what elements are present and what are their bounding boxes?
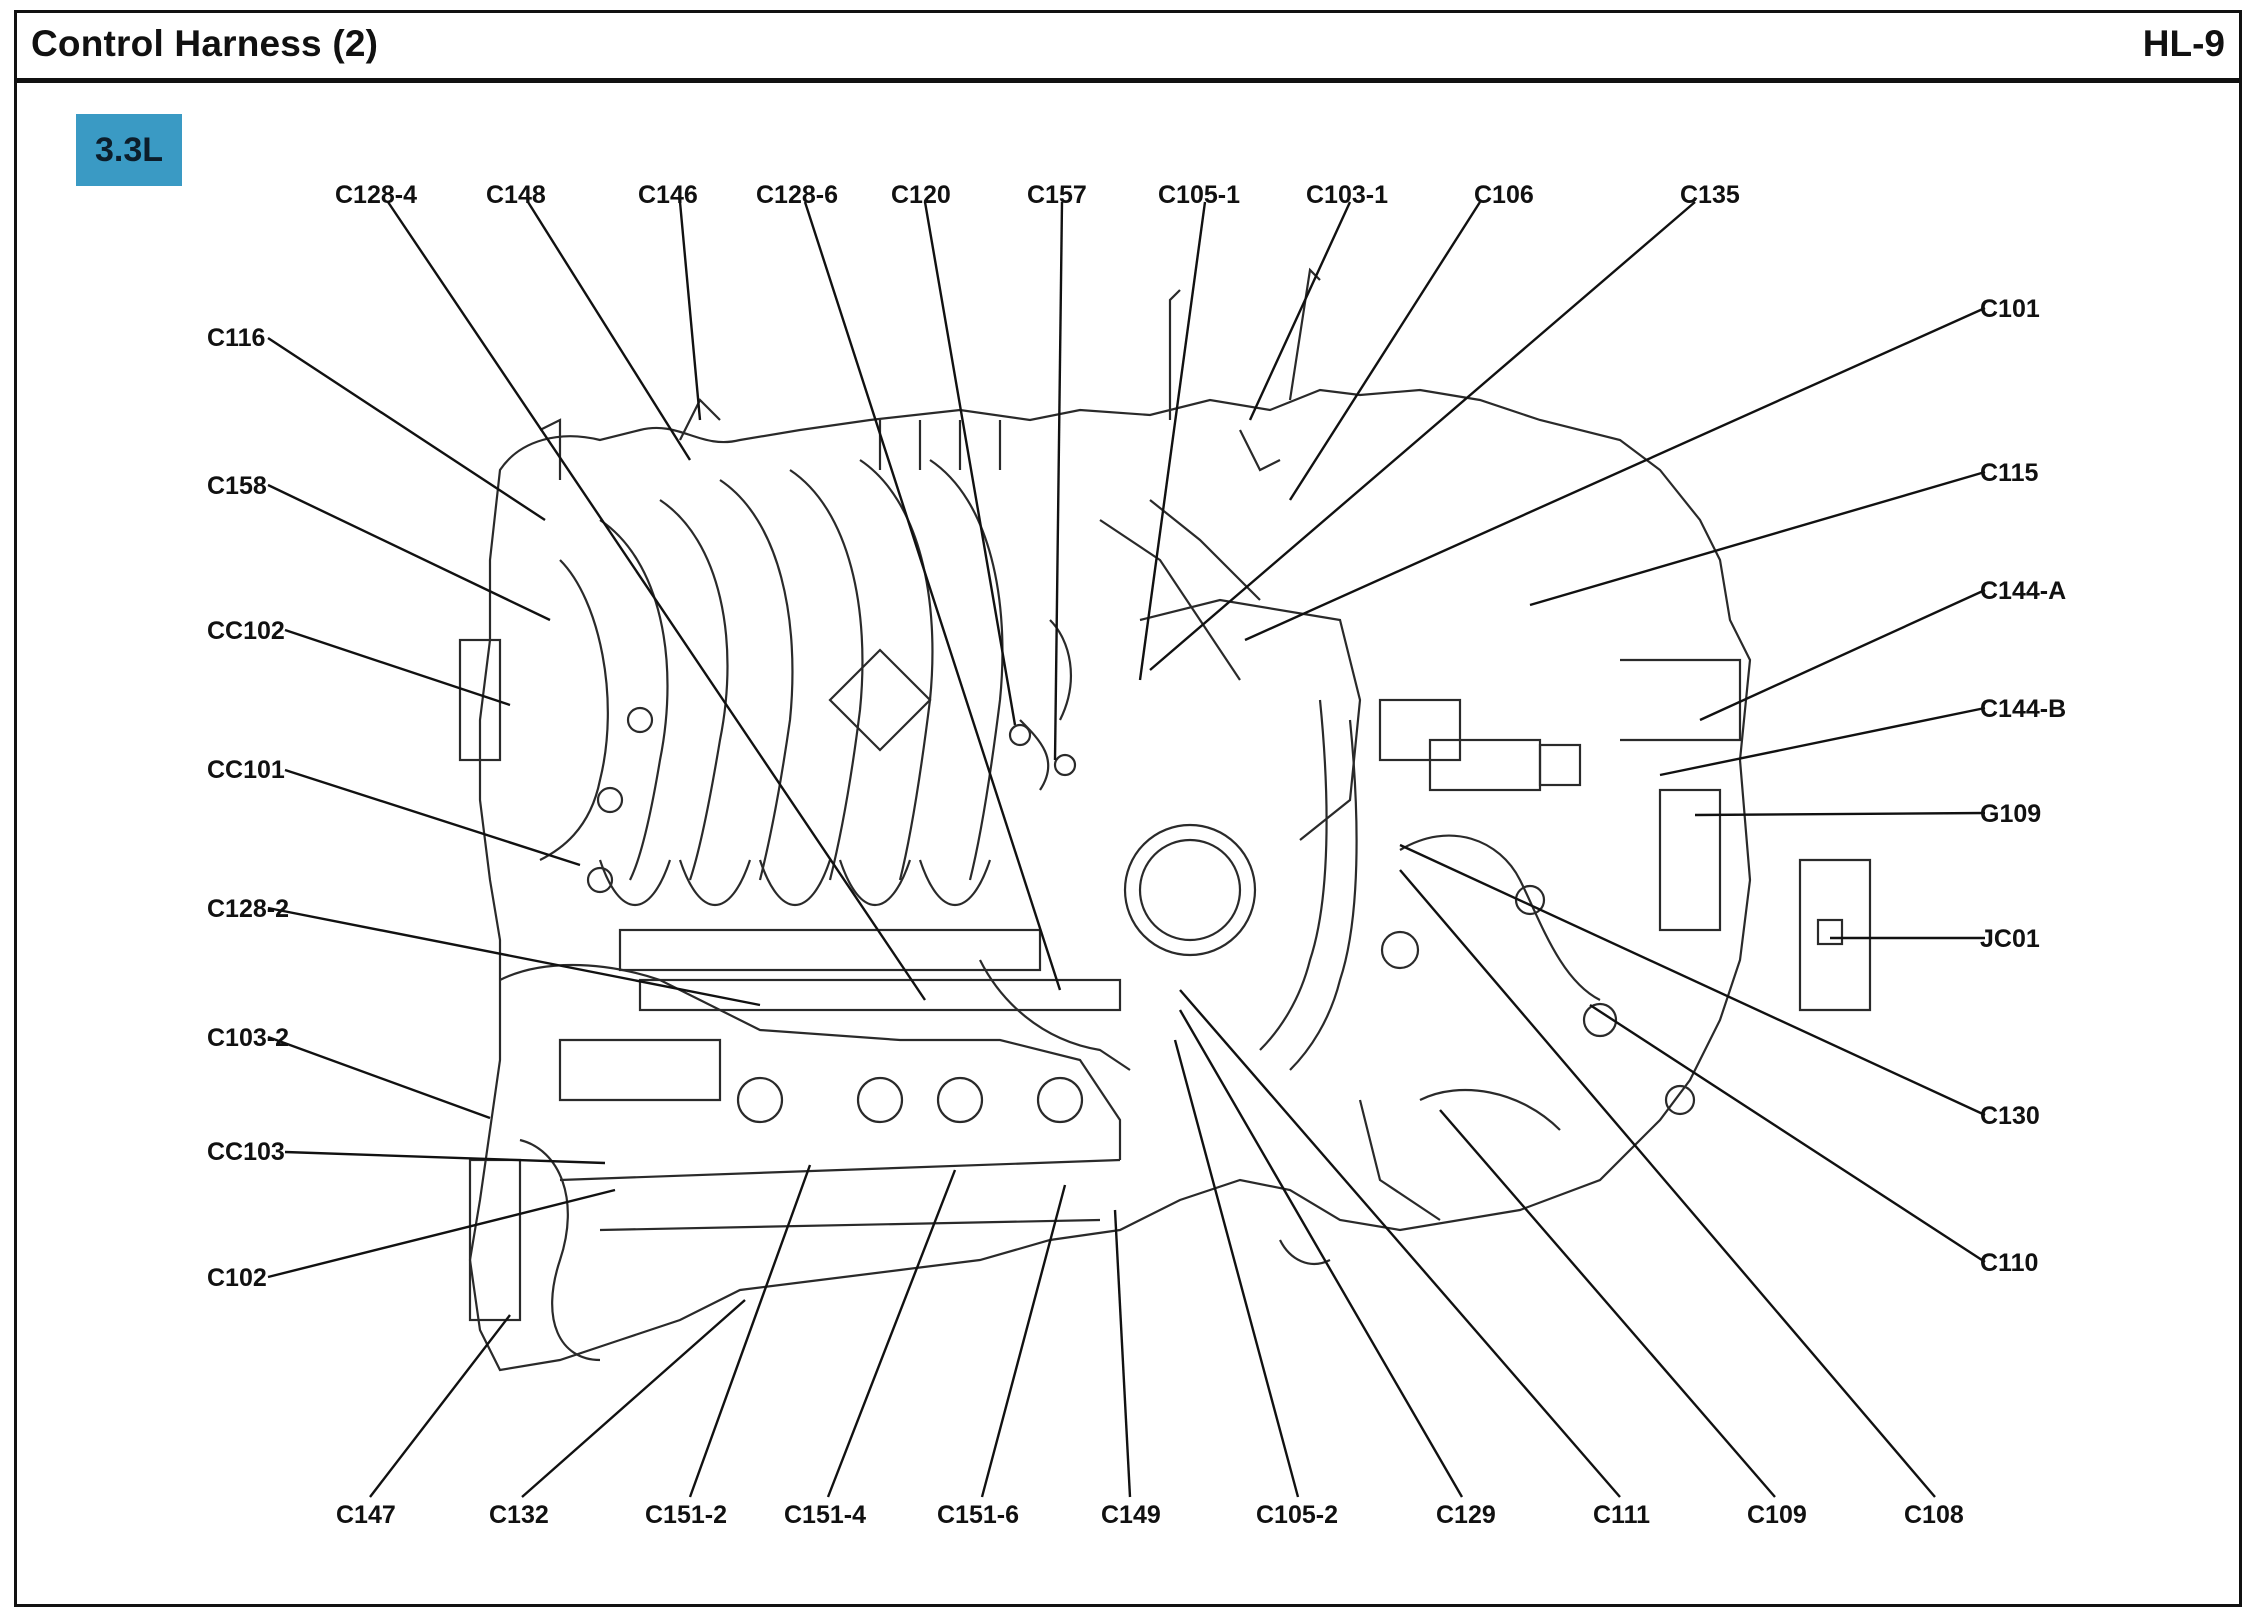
callout-label: CC102 xyxy=(207,617,285,645)
callout-labels: C128-4 C148 C146 C128-6 C120 C157 C105-1… xyxy=(207,181,2066,1529)
callout-label: C128-6 xyxy=(756,181,838,209)
callout-label: C128-4 xyxy=(335,181,417,209)
callout-label: G109 xyxy=(1980,800,2041,828)
callout-label: C109 xyxy=(1747,1501,1807,1529)
engine-badge: 3.3L xyxy=(76,114,182,186)
callout-label: C144-A xyxy=(1980,577,2066,605)
callout-label: C115 xyxy=(1980,459,2038,487)
callout-label: C103-1 xyxy=(1306,181,1388,209)
callout-label: C108 xyxy=(1904,1501,1964,1529)
callout-label: C132 xyxy=(489,1501,549,1529)
page-frame: Control Harness (2) HL-9 xyxy=(14,10,2242,1607)
callout-label: C101 xyxy=(1980,295,2040,323)
callout-label: C151-6 xyxy=(937,1501,1019,1529)
callout-label: C147 xyxy=(336,1501,396,1529)
callout-label: C158 xyxy=(207,472,267,500)
callout-label: C110 xyxy=(1980,1249,2038,1277)
callout-label: C106 xyxy=(1474,181,1534,209)
callout-label: C129 xyxy=(1436,1501,1496,1529)
callout-label: C105-2 xyxy=(1256,1501,1338,1529)
callout-label: C105-1 xyxy=(1158,181,1240,209)
callout-label: C116 xyxy=(207,324,265,352)
callout-label: C128-2 xyxy=(207,895,289,923)
callout-label: CC101 xyxy=(207,756,285,784)
callout-label: C151-4 xyxy=(784,1501,866,1529)
callout-label: CC103 xyxy=(207,1138,285,1166)
callout-label: C130 xyxy=(1980,1102,2040,1130)
callout-label: C144-B xyxy=(1980,695,2066,723)
callout-label: C102 xyxy=(207,1264,267,1292)
callout-label: C151-2 xyxy=(645,1501,727,1529)
callout-label: C120 xyxy=(891,181,951,209)
callout-label: C146 xyxy=(638,181,698,209)
callout-label: C148 xyxy=(486,181,546,209)
callout-label: C149 xyxy=(1101,1501,1161,1529)
page-number: HL-9 xyxy=(2142,23,2225,64)
leader-lines xyxy=(267,201,1986,1498)
engine-badge-label: 3.3L xyxy=(94,130,164,169)
callout-label: JC01 xyxy=(1980,925,2040,953)
callout-label: C135 xyxy=(1680,181,1740,209)
header-bar: Control Harness (2) HL-9 xyxy=(17,13,2239,83)
callout-label: C157 xyxy=(1027,181,1087,209)
callout-label: C103-2 xyxy=(207,1024,289,1052)
page-title: Control Harness (2) xyxy=(31,23,379,64)
engine-drawing xyxy=(458,267,1872,1372)
callout-label: C111 xyxy=(1593,1501,1650,1529)
